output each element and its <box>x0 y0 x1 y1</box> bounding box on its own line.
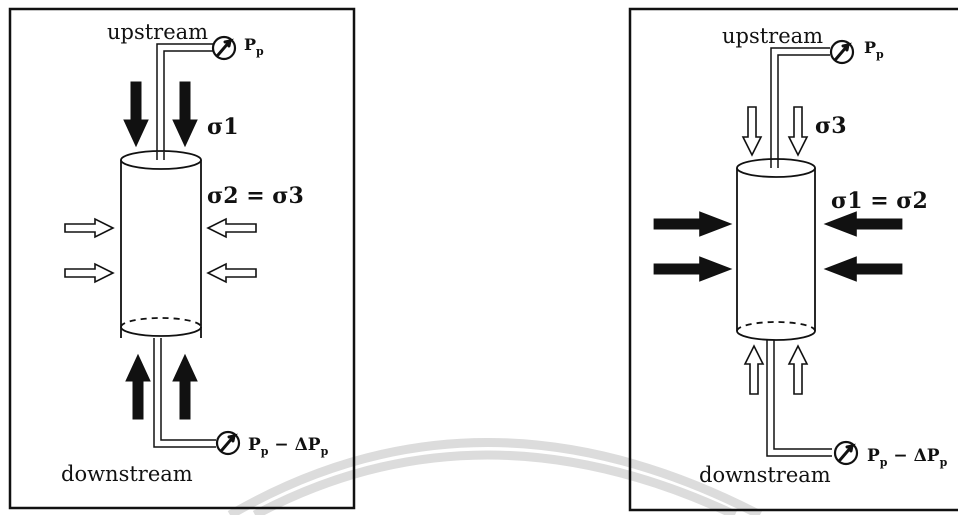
downstream-pipe <box>153 338 216 448</box>
downstream-gauge-icon <box>833 440 859 466</box>
lateral-arrow-right-upper <box>824 211 903 237</box>
axial-arrow-top-right <box>788 106 808 156</box>
gauge-top-label: Pp <box>864 38 884 61</box>
gauge-bottom-label: Pp − ΔPp <box>867 446 948 469</box>
axial-arrow-top-left <box>123 81 149 147</box>
axial-arrow-top-right <box>172 81 198 147</box>
downstream-pipe <box>766 340 832 457</box>
axial-arrow-bottom-right <box>788 345 808 395</box>
upstream-pipe <box>770 47 830 158</box>
watermark-arcs <box>227 438 763 515</box>
gauge-bottom-label: Pp − ΔPp <box>248 435 329 458</box>
downstream-gauge-icon <box>215 430 241 456</box>
lateral-arrow-left-lower <box>64 263 114 283</box>
upstream-gauge-icon <box>829 39 855 65</box>
panel-right: upstream Pp σ3 σ1 = σ2 downstream Pp <box>628 7 958 512</box>
axial-arrow-top-left <box>742 106 762 156</box>
lateral-arrow-left-upper <box>653 211 732 237</box>
lateral-arrow-right-upper <box>207 218 257 238</box>
gauge-top-label: Pp <box>244 35 264 58</box>
lateral-arrow-left-lower <box>653 256 732 282</box>
panel-left: upstream Pp σ1 σ2 = σ3 downstream <box>8 7 356 510</box>
downstream-label: downstream <box>699 463 831 487</box>
lateral-stress-label: σ1 = σ2 <box>831 188 928 214</box>
lateral-arrow-left-upper <box>64 218 114 238</box>
panel-frame <box>8 7 356 510</box>
upstream-label: upstream <box>107 20 208 44</box>
axial-stress-label: σ1 <box>207 114 239 140</box>
upstream-label: upstream <box>722 24 823 48</box>
upstream-pipe <box>156 43 213 152</box>
axial-arrow-bottom-right <box>172 354 198 420</box>
axial-arrow-bottom-left <box>744 345 764 395</box>
sample-cylinder <box>120 150 202 338</box>
axial-arrow-bottom-left <box>125 354 151 420</box>
downstream-label: downstream <box>61 462 193 486</box>
lateral-arrow-right-lower <box>207 263 257 283</box>
lateral-stress-label: σ2 = σ3 <box>207 183 304 209</box>
sample-cylinder <box>736 158 816 341</box>
lateral-arrow-right-lower <box>824 256 903 282</box>
panel-frame <box>628 7 958 512</box>
axial-stress-label: σ3 <box>815 113 847 139</box>
upstream-gauge-icon <box>211 35 237 61</box>
